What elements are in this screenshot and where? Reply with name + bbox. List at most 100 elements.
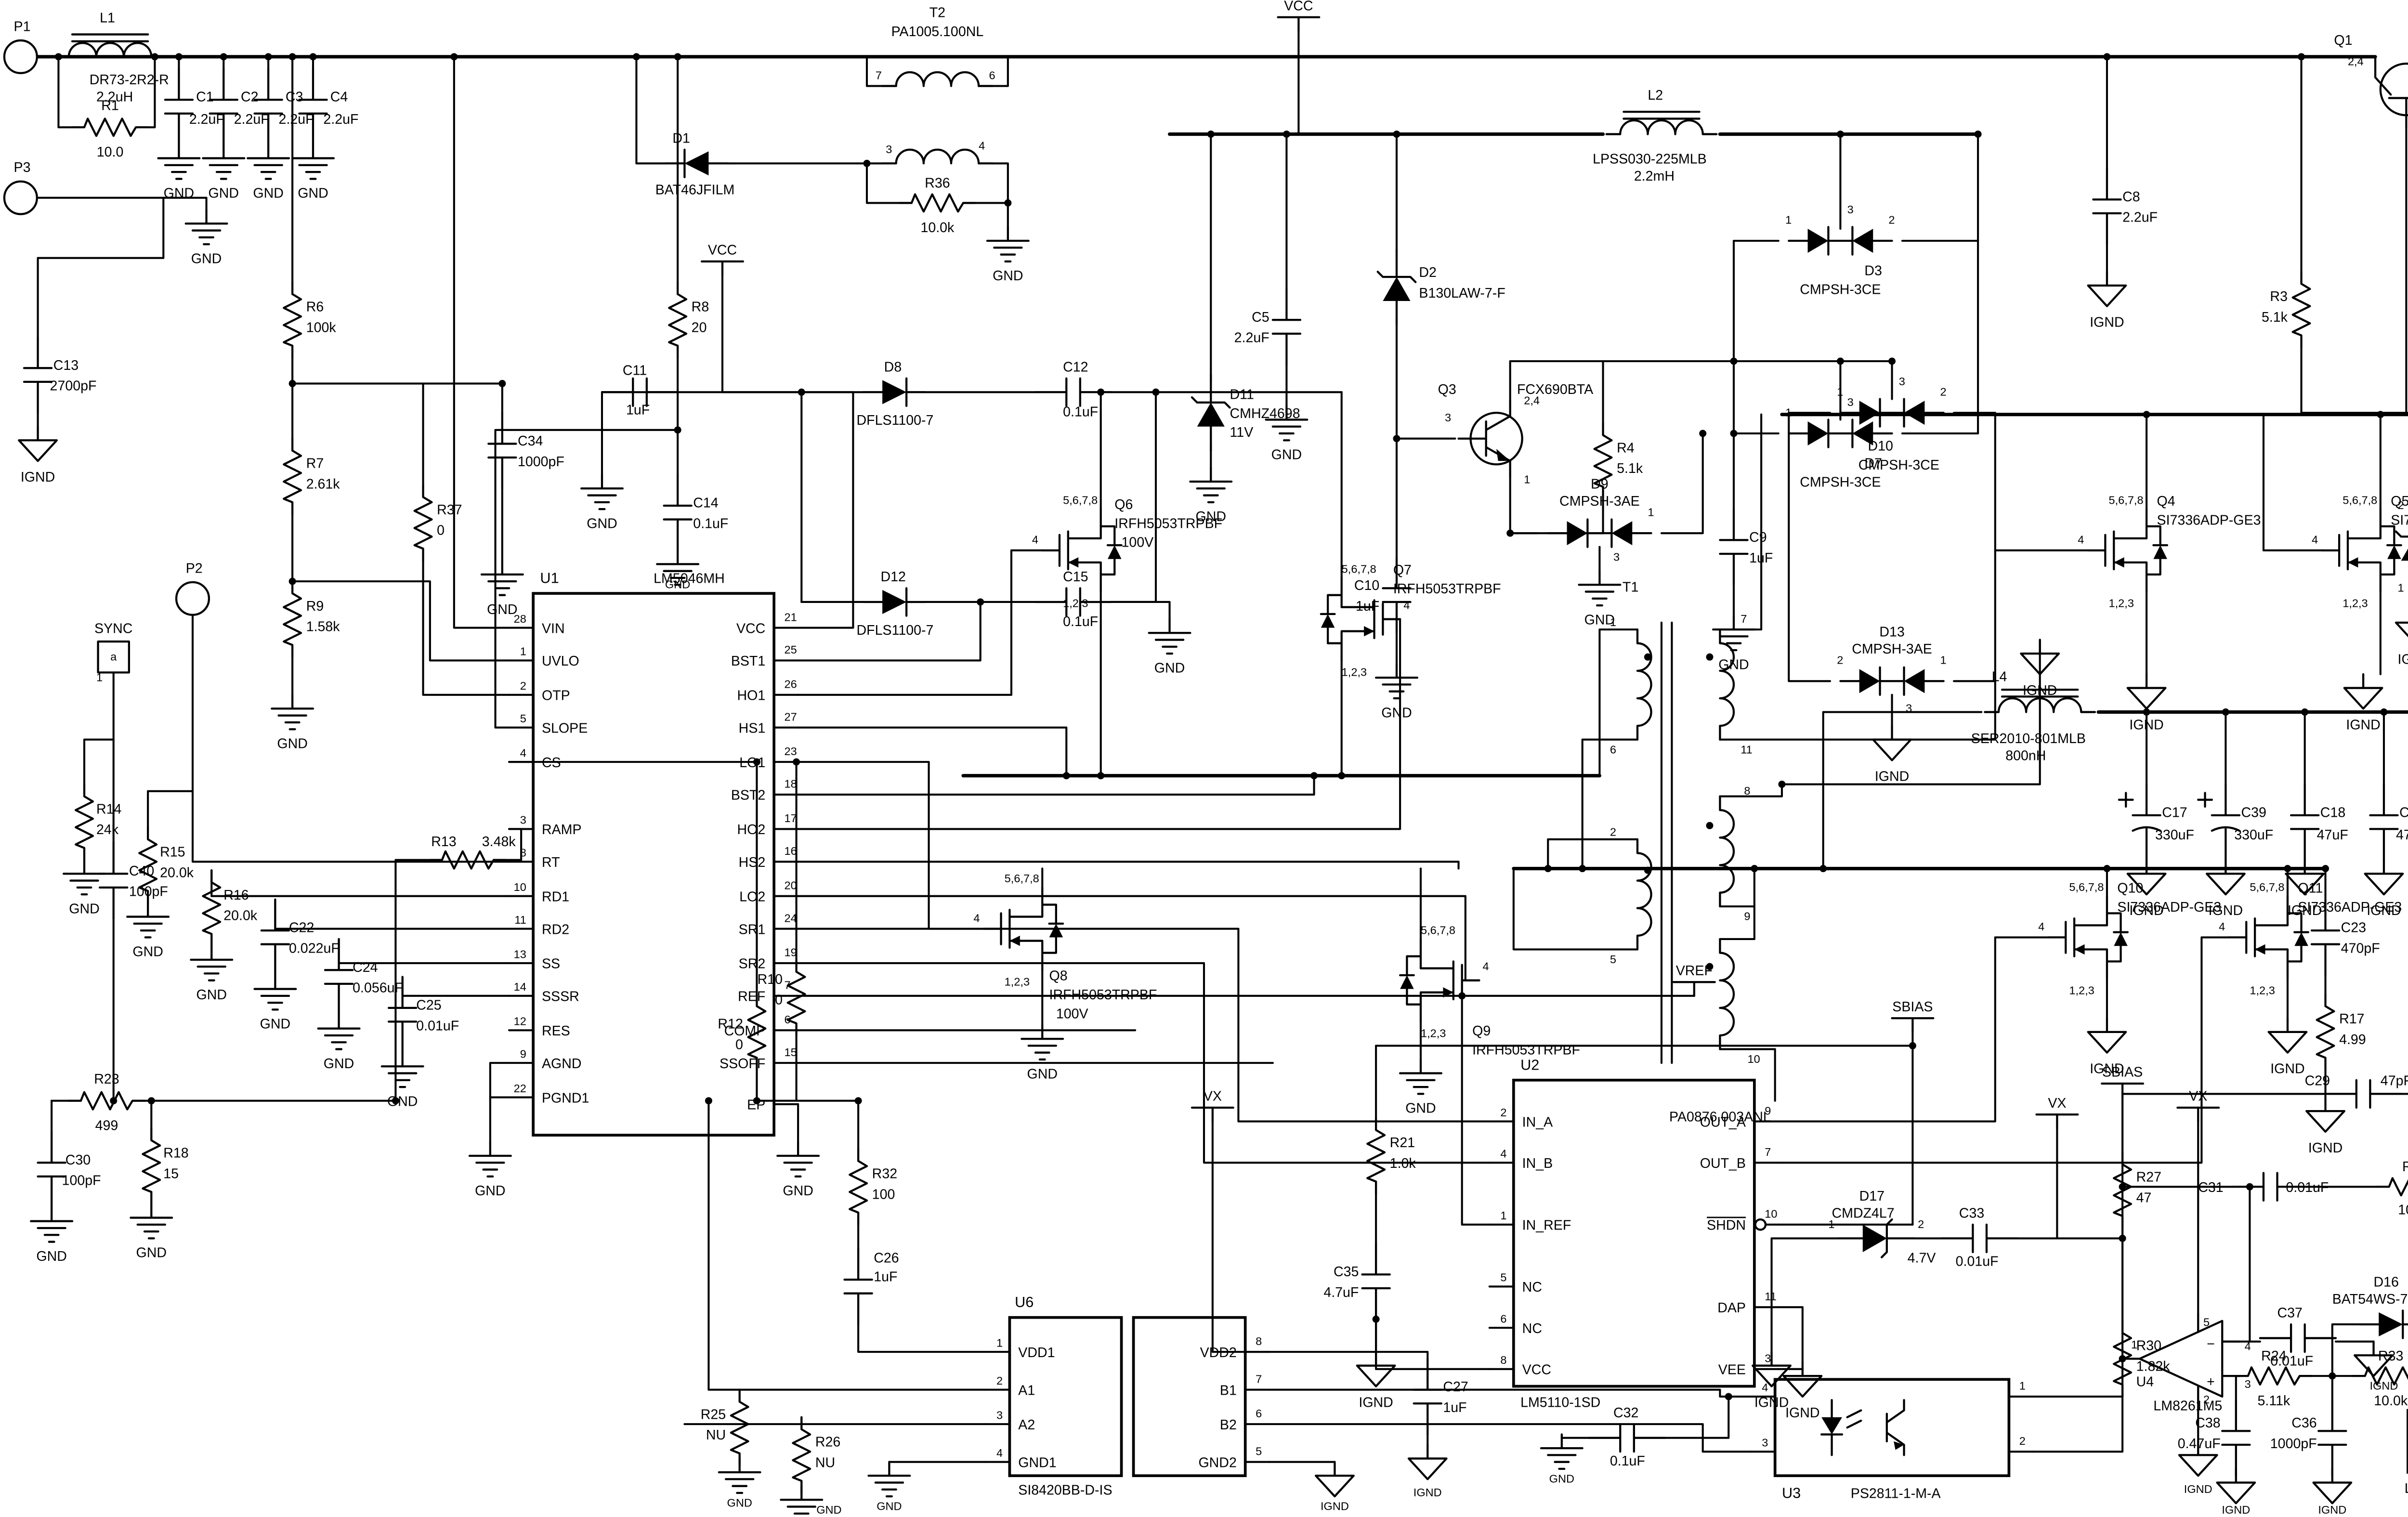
label: 3 xyxy=(886,143,892,156)
label: C19 xyxy=(2399,805,2408,820)
ignd-ignd: IGND xyxy=(1784,1362,1822,1421)
wire xyxy=(1110,601,1171,620)
pin-name: RAMP xyxy=(542,822,582,837)
ignd-ignd: IGND xyxy=(2365,860,2403,918)
cap-c9-glyph xyxy=(1720,509,1747,585)
label: 2 xyxy=(1610,826,1616,838)
coil-2: 25 xyxy=(1610,826,1651,966)
net-vx-glyph xyxy=(2177,1108,2219,1122)
label: NU xyxy=(815,1455,835,1470)
pin-number: 6 xyxy=(1500,1312,1506,1325)
coil-7-glyph xyxy=(1720,629,1734,740)
coil-7-glyph xyxy=(882,72,993,86)
junction-dot xyxy=(1097,772,1105,780)
label: C8 xyxy=(2122,189,2140,205)
label: VX xyxy=(2048,1096,2066,1111)
label: CMDZ4L7 xyxy=(1832,1206,1895,1221)
label: L4 xyxy=(1992,669,2007,684)
pin-number: 3 xyxy=(520,814,526,826)
gnd-gnd-glyph xyxy=(1579,571,1621,605)
label: 1uF xyxy=(626,403,650,418)
label: R3 xyxy=(2270,289,2288,304)
label: U4 xyxy=(2136,1374,2154,1390)
wire xyxy=(1547,838,1639,870)
gnd-gnd: GND xyxy=(987,227,1029,284)
label: IGND xyxy=(2270,1061,2304,1077)
net-vref-glyph xyxy=(1674,982,1715,996)
label: 2.2uF xyxy=(1234,330,1269,346)
label: DFLS1100-7 xyxy=(857,413,934,428)
net-sbias-glyph xyxy=(1892,1018,1934,1032)
label: 1 xyxy=(1648,506,1654,518)
junction-dot xyxy=(498,379,506,387)
label: 7 xyxy=(876,69,882,81)
label: 3 xyxy=(1445,411,1451,424)
label: Q8 xyxy=(1049,968,1068,984)
junction-dot xyxy=(1544,865,1552,873)
pin-number: 1 xyxy=(520,645,526,658)
ignd-ignd-glyph xyxy=(1316,1462,1354,1496)
label: R14 xyxy=(96,801,122,817)
cap-c3-glyph xyxy=(255,69,282,144)
pin-number: 20 xyxy=(785,879,797,891)
label: 2 xyxy=(1940,385,1947,398)
junction-dot xyxy=(753,758,760,766)
label: GND xyxy=(1584,612,1615,628)
label: IGND xyxy=(2090,315,2124,330)
mos-q10-glyph xyxy=(2049,896,2128,979)
label: 10.0 xyxy=(97,144,124,160)
label: R6 xyxy=(306,299,324,314)
wire xyxy=(57,55,74,129)
pin-name: OUT_A xyxy=(1700,1114,1746,1130)
res-r25-glyph xyxy=(731,1390,748,1465)
pin-number: 4 xyxy=(1500,1148,1506,1160)
label: IGND xyxy=(2288,903,2322,918)
label: 470pF xyxy=(2341,941,2380,956)
wire xyxy=(1664,1395,1730,1439)
ignd-ignd: IGND xyxy=(2207,860,2245,918)
gnd-gnd-glyph xyxy=(1376,664,1417,698)
pin-number: 9 xyxy=(520,1047,526,1060)
label: C38 xyxy=(2195,1415,2220,1431)
label: GND xyxy=(1271,447,1302,463)
gnd-gnd-glyph xyxy=(482,561,523,595)
gnd-gnd-glyph xyxy=(1149,619,1191,654)
label: 47 xyxy=(2136,1190,2152,1205)
label: 5.1k xyxy=(1617,461,1643,476)
label: IGND xyxy=(2129,903,2163,918)
cap-c19-glyph xyxy=(2370,785,2397,860)
label: C22 xyxy=(289,920,314,936)
label: 100k xyxy=(306,320,337,335)
label: P2 xyxy=(186,561,203,576)
res-r7-glyph xyxy=(284,439,301,514)
junction-dot xyxy=(1579,865,1586,873)
label: VREF xyxy=(1676,963,1713,979)
res-r32-glyph xyxy=(850,1149,867,1225)
label: 1,2,3 xyxy=(2109,597,2134,610)
ignd-ignd: IGND xyxy=(19,427,57,485)
cap-c40-glyph xyxy=(100,843,127,918)
label: 20.0k xyxy=(160,865,194,880)
label: Q9 xyxy=(1472,1023,1491,1039)
label: IGND xyxy=(2129,717,2163,732)
ignd-ignd-glyph xyxy=(1873,726,1911,760)
opto-131 xyxy=(1821,1400,1904,1455)
label: 0.01uF xyxy=(1956,1254,1999,1269)
net-sbias-glyph xyxy=(2102,1084,2143,1098)
wire xyxy=(1375,1318,1491,1370)
label: R23 xyxy=(94,1072,119,1087)
label: GND xyxy=(132,944,163,960)
